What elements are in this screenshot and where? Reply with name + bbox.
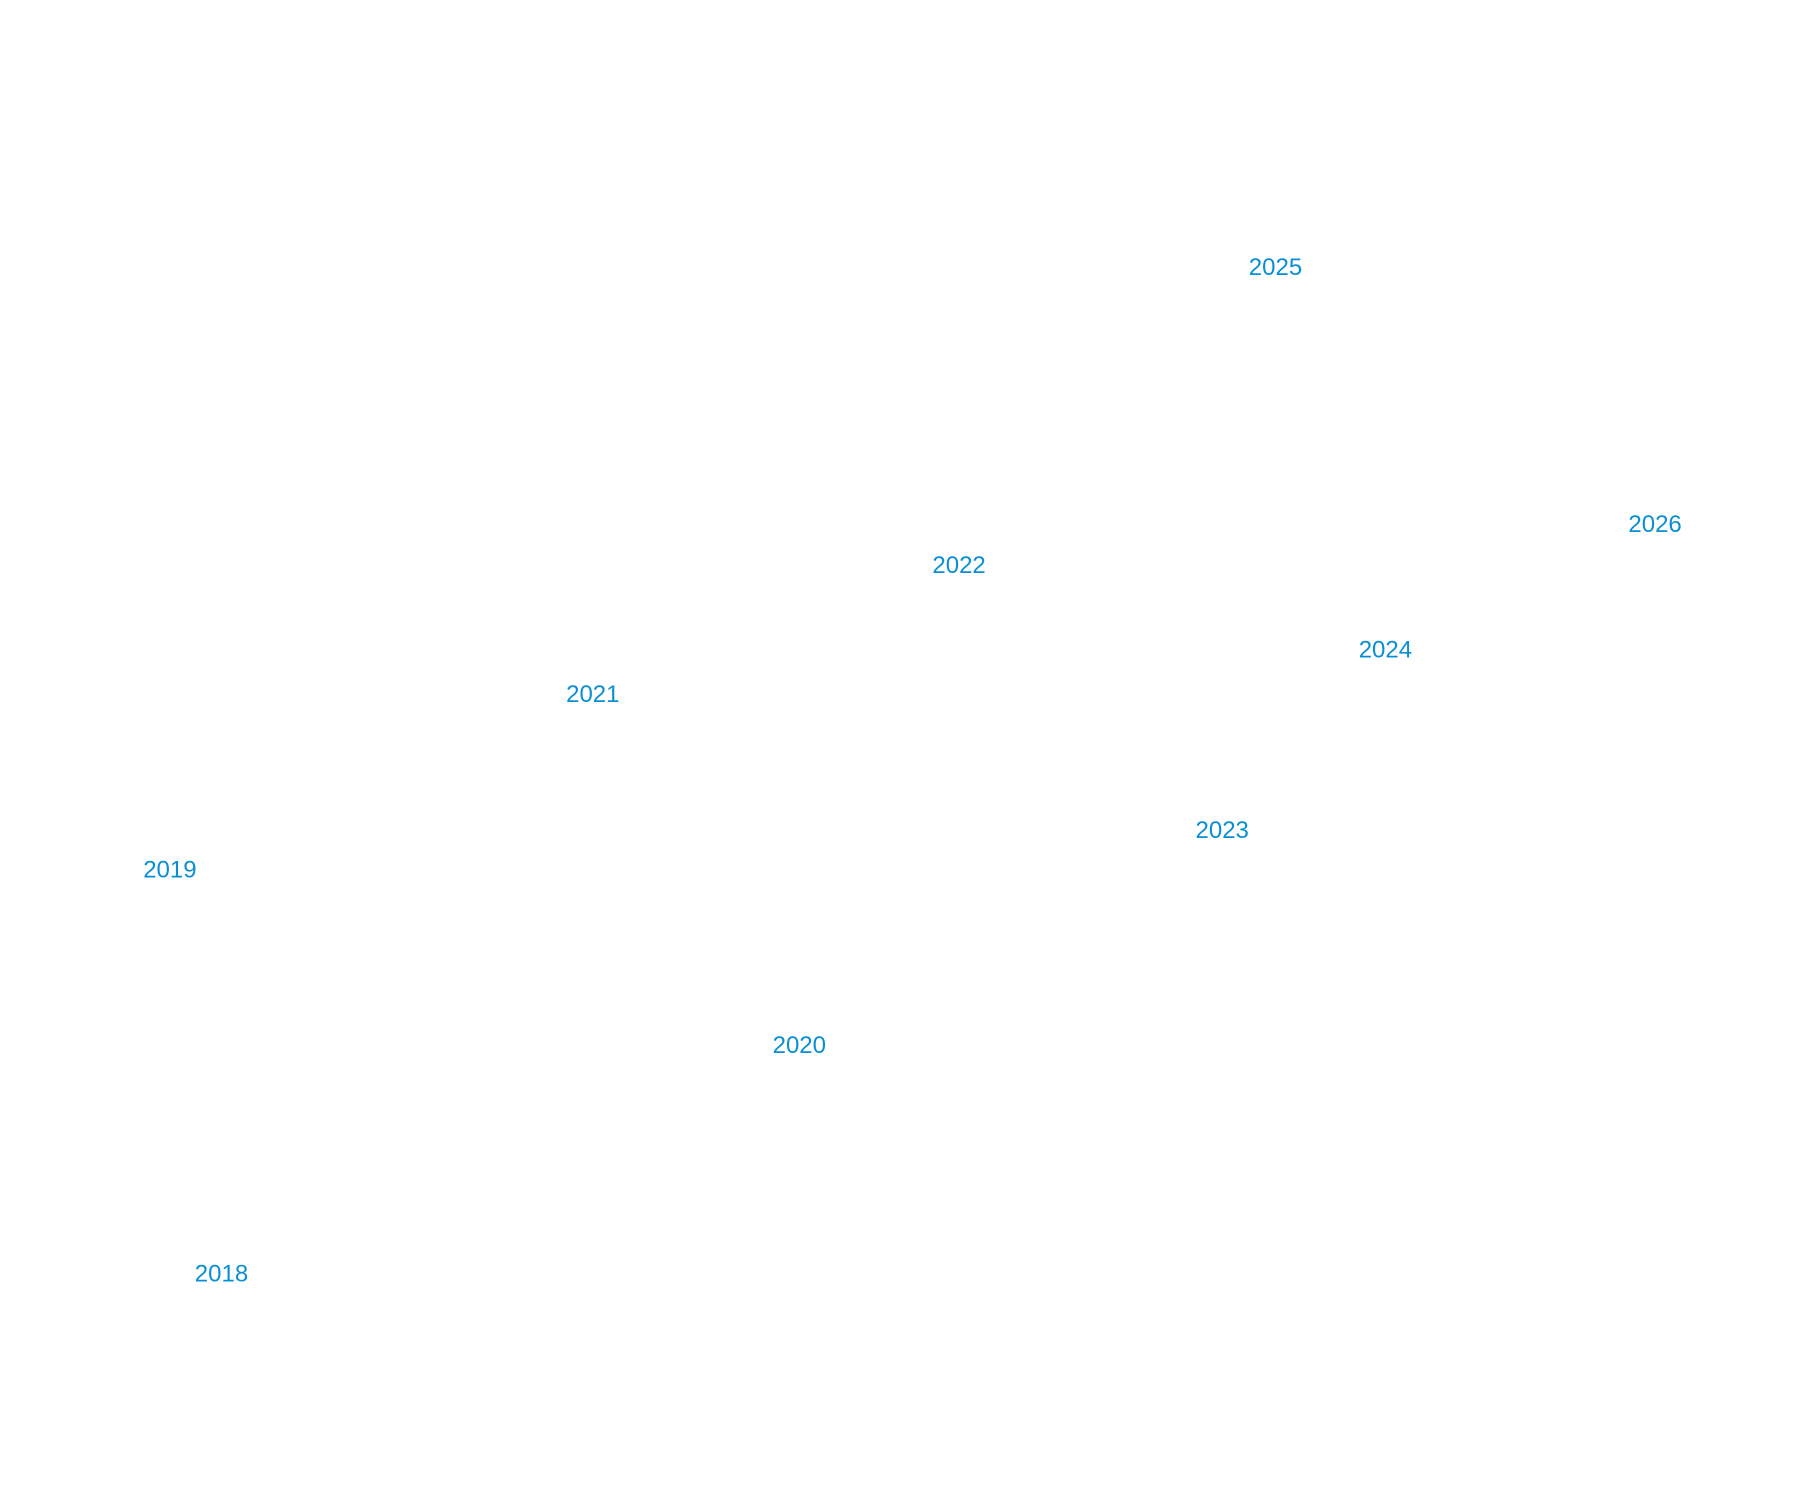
point-label-2018: 2018 <box>195 1261 248 1288</box>
plot-area: 2018 2019 2020 2021 2022 2023 2024 2025 2026 <box>143 254 1682 1287</box>
point-label-2025: 2025 <box>1249 254 1302 281</box>
point-label-2021: 2021 <box>566 681 619 708</box>
point-label-2019: 2019 <box>143 857 196 884</box>
point-label-2026: 2026 <box>1628 511 1681 538</box>
point-label-2024: 2024 <box>1359 636 1412 663</box>
point-label-2023: 2023 <box>1196 817 1249 844</box>
point-label-2022: 2022 <box>932 552 985 579</box>
point-label-2020: 2020 <box>773 1032 826 1059</box>
